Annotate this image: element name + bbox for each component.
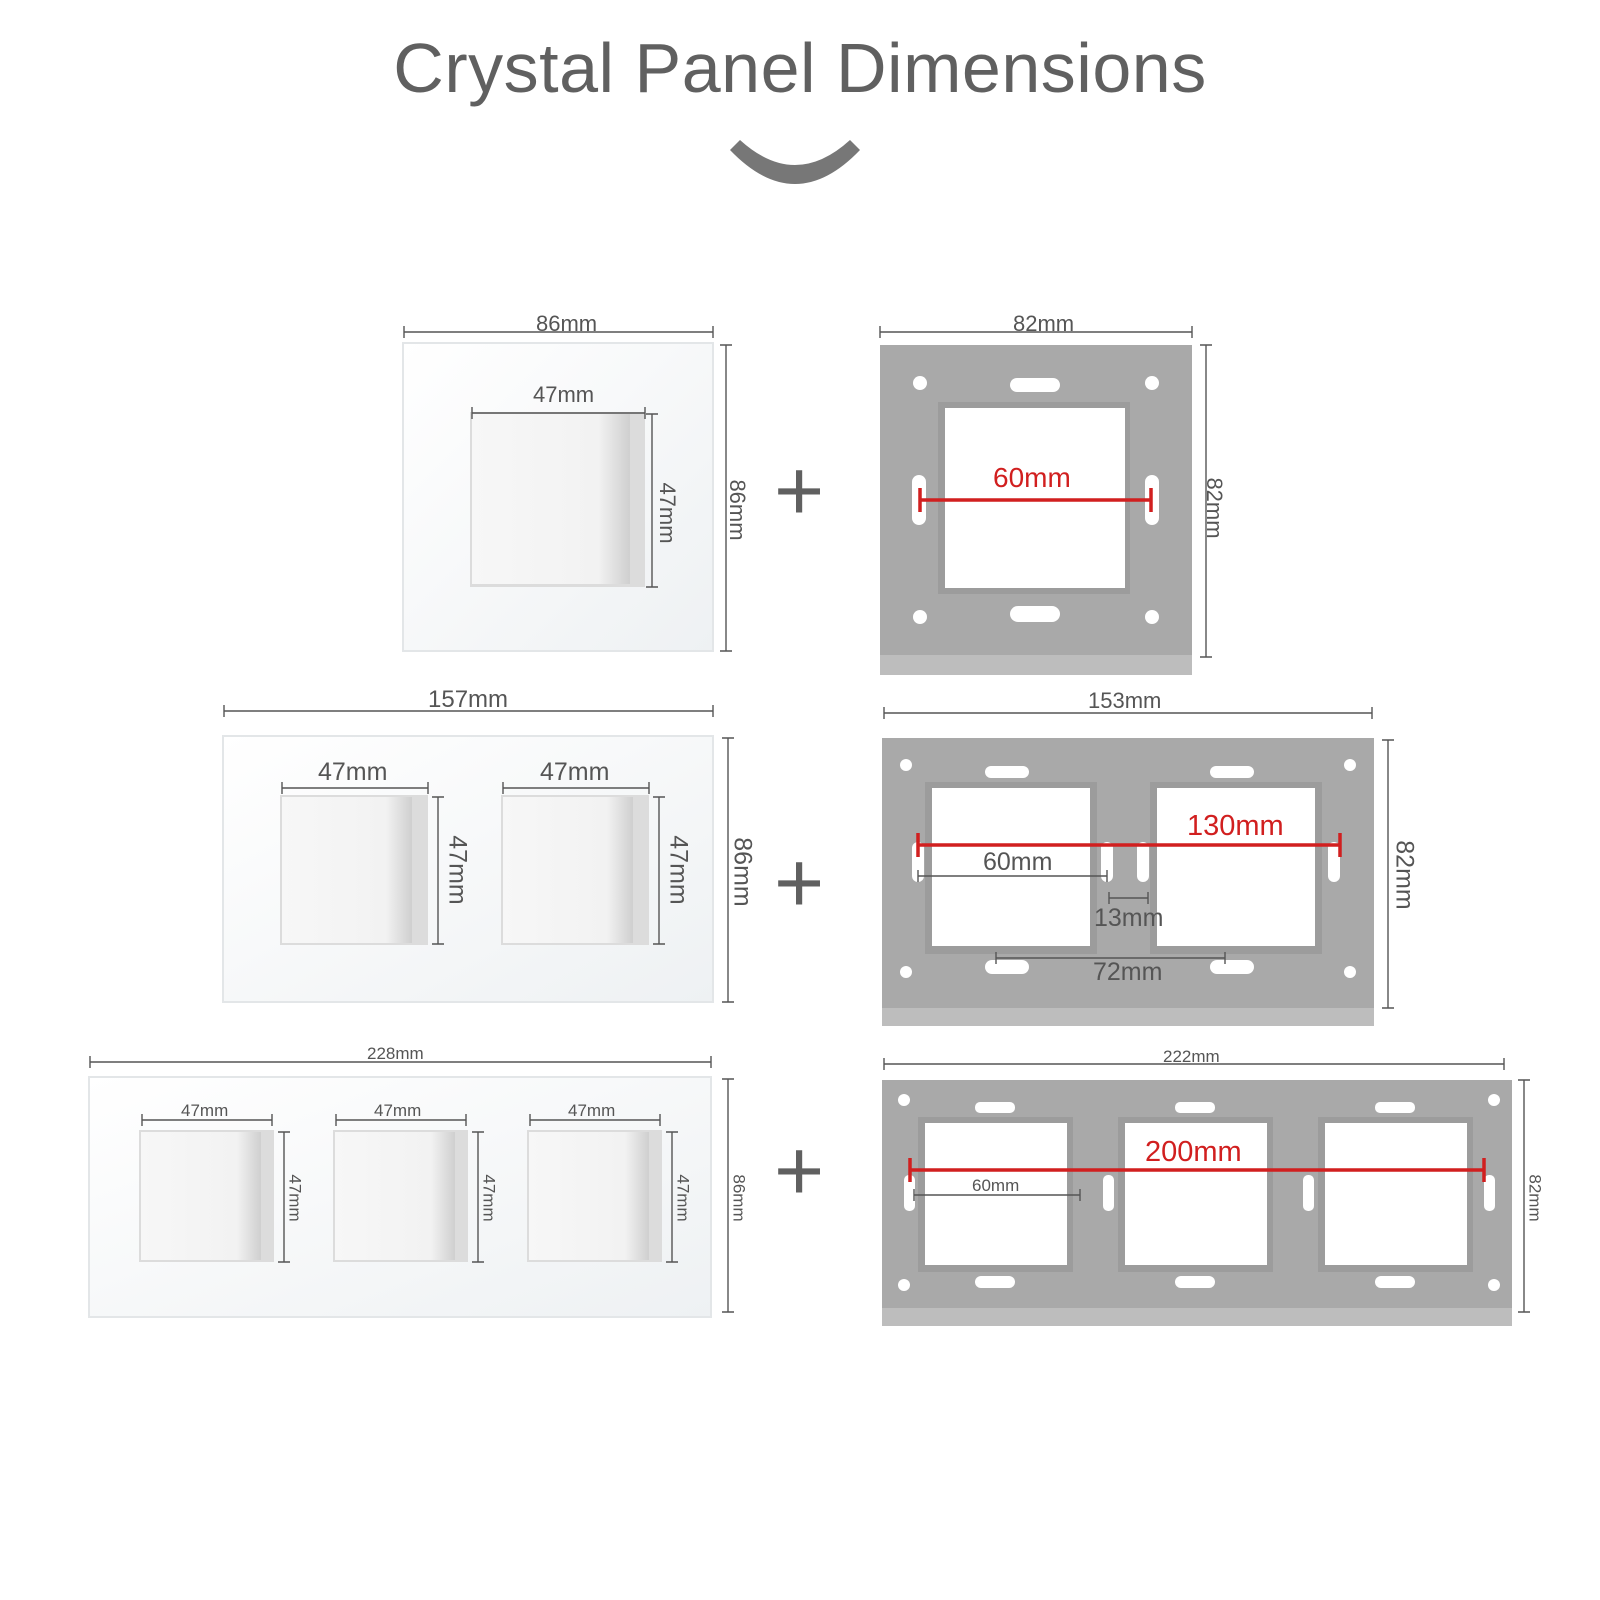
curved-arrow-decoration <box>730 140 860 184</box>
triple-glass-cut2-width-label: 47mm <box>374 1101 422 1120</box>
double-frame-outer-span-label: 130mm <box>1187 810 1284 842</box>
plus-sign-1: + <box>774 443 825 539</box>
triple-glass-cut1-width-label: 47mm <box>181 1101 229 1120</box>
triple-glass-height-label: 86mm <box>729 1174 749 1222</box>
double-frame-height-label: 82mm <box>1390 840 1419 910</box>
triple-glass-width-label: 228mm <box>367 1044 424 1063</box>
single-frame-height-label: 82mm <box>1202 477 1227 539</box>
triple-frame-width-label: 222mm <box>1163 1047 1220 1066</box>
double-glass-width-label: 157mm <box>428 686 509 713</box>
plus-sign-3: + <box>774 1123 825 1219</box>
single-frame-width-label: 82mm <box>1013 311 1075 336</box>
triple-frame-height-label: 82mm <box>1525 1174 1545 1222</box>
double-glass-cut1-height-label: 47mm <box>443 835 472 905</box>
page-title: Crystal Panel Dimensions <box>393 29 1207 107</box>
double-glass-height-label: 86mm <box>728 837 757 907</box>
double-glass-cut1-width-label: 47mm <box>318 758 388 786</box>
triple-glass-cut2-height-label: 47mm <box>479 1174 499 1222</box>
hole-spacing-lines <box>908 488 1486 1182</box>
triple-frame-inner-span-label: 60mm <box>972 1176 1020 1195</box>
dimension-lines <box>89 326 1530 1313</box>
triple-glass-cut1-height-label: 47mm <box>285 1174 305 1222</box>
double-frame-inner-span-label: 60mm <box>983 848 1053 876</box>
triple-glass-cut3-height-label: 47mm <box>673 1174 693 1222</box>
single-frame-hole-spacing-label: 60mm <box>993 462 1071 493</box>
double-mounting-frame <box>882 738 1374 1026</box>
triple-frame-outer-span-label: 200mm <box>1145 1136 1242 1168</box>
single-mounting-frame <box>880 345 1192 675</box>
double-frame-gap-label: 13mm <box>1094 904 1164 932</box>
triple-mounting-frame <box>882 1080 1512 1326</box>
triple-glass-panel <box>88 1076 712 1318</box>
single-glass-cut-height-label: 47mm <box>655 482 680 544</box>
single-glass-cut-width-label: 47mm <box>533 382 595 407</box>
double-frame-width-label: 153mm <box>1088 688 1162 713</box>
single-glass-panel <box>402 342 714 652</box>
double-glass-cut2-width-label: 47mm <box>540 758 610 786</box>
double-frame-pitch-label: 72mm <box>1093 958 1163 986</box>
plus-sign-2: + <box>774 835 825 931</box>
double-glass-cut2-height-label: 47mm <box>664 835 693 905</box>
double-glass-panel <box>222 735 714 1003</box>
single-glass-width-label: 86mm <box>536 311 598 336</box>
triple-glass-cut3-width-label: 47mm <box>568 1101 616 1120</box>
single-glass-height-label: 86mm <box>725 479 750 541</box>
